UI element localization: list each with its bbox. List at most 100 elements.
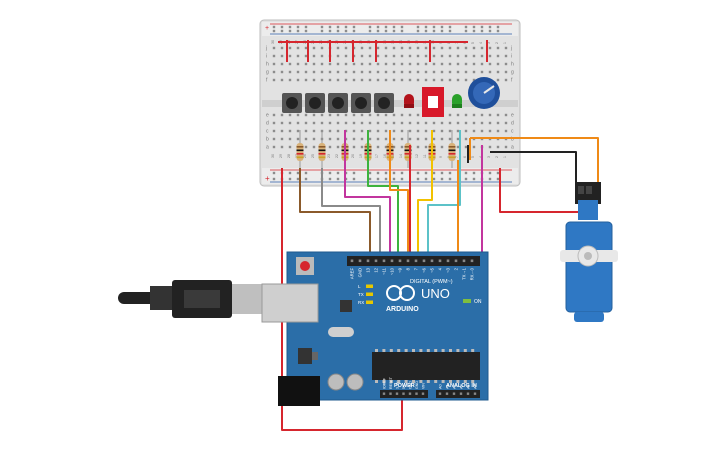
digital-pin-label: ~6 [422, 267, 427, 272]
pushbutton[interactable] [328, 93, 348, 113]
wire-brown [299, 168, 371, 258]
digital-pin-label: AREF [350, 268, 355, 280]
dip-switch[interactable] [422, 87, 444, 117]
digital-pin-label: 12 [374, 267, 379, 272]
column-number: 30 [271, 154, 275, 158]
resistor [448, 130, 456, 168]
capacitor [346, 373, 364, 391]
column-number: 11 [423, 154, 427, 158]
potentiometer[interactable] [468, 77, 500, 109]
row-letter: h [266, 62, 269, 68]
pushbutton[interactable] [374, 93, 394, 113]
column-number: 25 [311, 154, 315, 158]
power-pin-label: 3.3V [395, 381, 399, 389]
board-led-label: RX [358, 300, 364, 305]
top-rail-jumpers [278, 40, 488, 62]
power-jack [278, 376, 320, 406]
column-number: 1 [503, 156, 507, 158]
digital-pin-label: ~10 [390, 267, 395, 275]
row-letter: b [266, 137, 269, 143]
wire-cyan [427, 130, 461, 258]
resistor [296, 130, 304, 168]
digital-pin-label: ~3 [446, 267, 451, 272]
column-number: 7 [455, 156, 459, 158]
column-number: 23 [327, 154, 331, 158]
row-letter: e [511, 113, 514, 119]
row-letter: d [266, 121, 269, 127]
wire-magenta-1 [344, 130, 391, 258]
column-number: 14 [399, 154, 403, 158]
column-number: 16 [383, 154, 387, 158]
digital-pin-label: ~9 [398, 267, 403, 272]
rail-plus-label-bottom: + [265, 174, 270, 183]
analog-pin-label: A2 [452, 384, 456, 389]
row-letter: b [511, 137, 514, 143]
row-letter: e [266, 113, 269, 119]
digital-header [347, 256, 480, 266]
digital-pin-label: GND [358, 268, 363, 277]
row-letter: h [511, 62, 514, 68]
column-number: 5 [471, 156, 475, 158]
wire-orange [389, 130, 409, 258]
power-pin-label: GND [415, 381, 419, 389]
column-number: 5 [471, 42, 475, 44]
digital-pin-label: 4 [438, 267, 443, 270]
row-letter: f [511, 78, 513, 84]
row-letter: j [265, 46, 267, 52]
analog-label: ANALOG IN [446, 383, 477, 389]
column-number: 22 [335, 154, 339, 158]
power-pin-label: GND [408, 381, 412, 389]
board-led-label: L [358, 284, 361, 289]
analog-pin-label: A5 [473, 384, 477, 389]
pushbutton[interactable] [282, 93, 302, 113]
pushbuttons [282, 93, 394, 113]
resistor [318, 130, 326, 168]
digital-pin-label: 7 [414, 267, 419, 270]
column-number: 2 [495, 42, 499, 44]
red-led [404, 94, 414, 108]
top-power-rail [262, 22, 518, 36]
crystal [328, 327, 354, 337]
power-pin-label: 5V [402, 384, 406, 389]
digital-pin-label: RX←0 [470, 267, 475, 280]
arduino-model: UNO [421, 286, 450, 301]
column-number: 9 [439, 156, 443, 158]
row-letter: f [266, 78, 268, 84]
column-number: 6 [463, 156, 467, 158]
atmega-chip [372, 352, 480, 380]
row-letter: d [511, 121, 514, 127]
column-number: 28 [287, 154, 291, 158]
digital-pin-label: 8 [406, 267, 411, 270]
column-number: 3 [487, 156, 491, 158]
digital-pin-label: ~11 [382, 267, 387, 274]
row-letter: c [511, 129, 514, 135]
wire-yellow [417, 130, 433, 258]
digital-pin-label: ~5 [430, 267, 435, 272]
wire-gray [321, 168, 381, 258]
row-letter: c [266, 129, 269, 135]
digital-pin-label: 13 [366, 267, 371, 272]
rail-plus-label: + [265, 25, 269, 32]
on-led [463, 299, 471, 303]
column-number: 26 [303, 154, 307, 158]
wire-black-servo [490, 151, 577, 188]
analog-header [436, 390, 480, 398]
pushbutton[interactable] [305, 93, 325, 113]
arduino-brand: ARDUINO [386, 306, 419, 313]
arduino-logo: ARDUINO [386, 285, 419, 313]
row-letter: a [266, 145, 269, 151]
wire-orange-2 [470, 137, 599, 188]
row-letter: g [266, 70, 269, 76]
pushbutton[interactable] [351, 93, 371, 113]
digital-pin-label: TX→1 [462, 267, 467, 280]
analog-pin-label: A1 [445, 384, 449, 389]
on-label: ON [474, 299, 482, 305]
analog-pin-label: A3 [459, 384, 463, 389]
